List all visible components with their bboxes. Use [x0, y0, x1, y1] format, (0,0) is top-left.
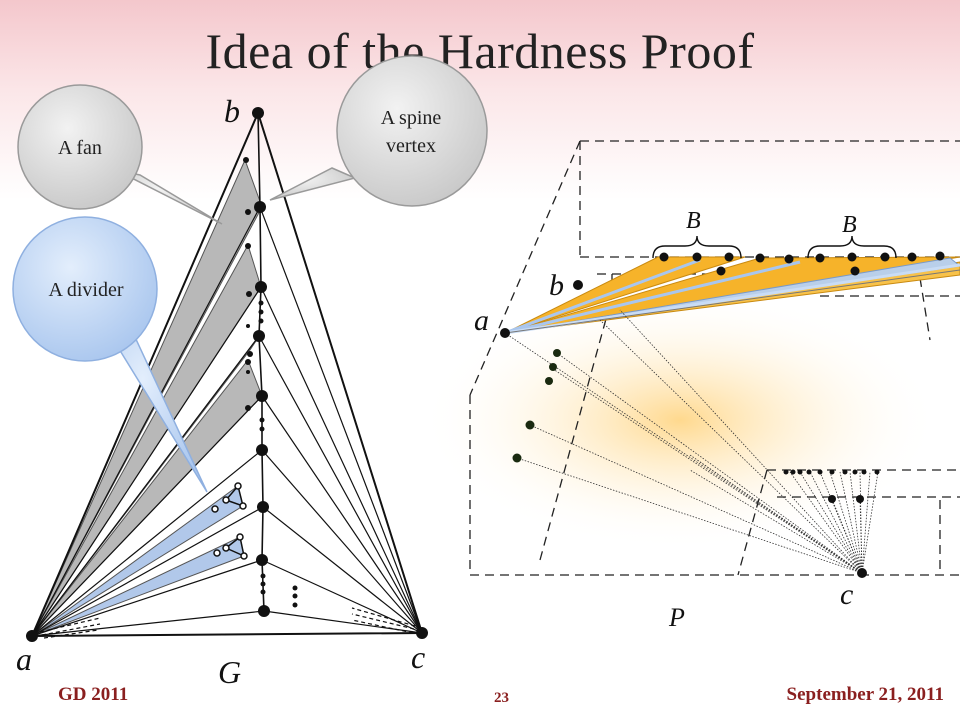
label-b-bracket-2: B: [842, 212, 857, 238]
label-G: G: [218, 654, 241, 690]
edges-to-c: [258, 206, 423, 634]
lines-from-c: [504, 309, 879, 574]
edges-from-a: [31, 206, 265, 637]
label-c-3d: c: [840, 578, 853, 611]
bottom-vertices: [783, 469, 880, 503]
top-vertices: [659, 251, 945, 276]
vertex-a: [26, 630, 38, 642]
callout-fan-text: A fan: [58, 137, 102, 159]
label-p: P: [668, 603, 685, 632]
spine-vertices-3d: [512, 349, 561, 463]
label-a: a: [16, 641, 32, 677]
callout-spine-text-line1: A spine: [381, 107, 442, 129]
spine-dots: [246, 300, 298, 608]
callout-divider: A divider: [12, 216, 208, 493]
callout-fan: A fan: [17, 84, 223, 225]
vertex-a-3d: [500, 328, 510, 338]
vertex-c-3d: [857, 568, 867, 578]
box-p: a b c P B B: [420, 140, 960, 632]
footer-date: September 21, 2011: [786, 684, 944, 705]
fan-region: [31, 158, 263, 637]
fan-small-vertices: [243, 157, 253, 411]
label-b-bracket-1: B: [686, 208, 701, 234]
footer-page-number: 23: [494, 690, 509, 706]
label-a-3d: a: [474, 304, 489, 337]
callout-divider-text: A divider: [49, 279, 124, 301]
spine-vertices: [252, 107, 270, 617]
callout-spine: A spine vertex: [269, 55, 488, 207]
footer-conference: GD 2011: [58, 684, 129, 705]
label-b-3d: b: [549, 269, 564, 302]
dashed-edges: [39, 607, 416, 639]
divider-gadgets: [211, 482, 248, 560]
slide-title: Idea of the Hardness Proof: [205, 23, 755, 79]
vertex-c: [416, 627, 428, 639]
callout-spine-text-line2: vertex: [386, 135, 436, 157]
vertex-b-3d: [573, 280, 583, 290]
label-b: b: [224, 93, 240, 129]
spine-path: [257, 112, 265, 612]
label-c: c: [411, 639, 425, 675]
bracket-b1: [652, 235, 742, 259]
glow: [420, 290, 940, 550]
bracket-b2: [807, 235, 897, 259]
graph-g: b a c G: [16, 93, 428, 690]
orange-fans: [504, 256, 960, 335]
